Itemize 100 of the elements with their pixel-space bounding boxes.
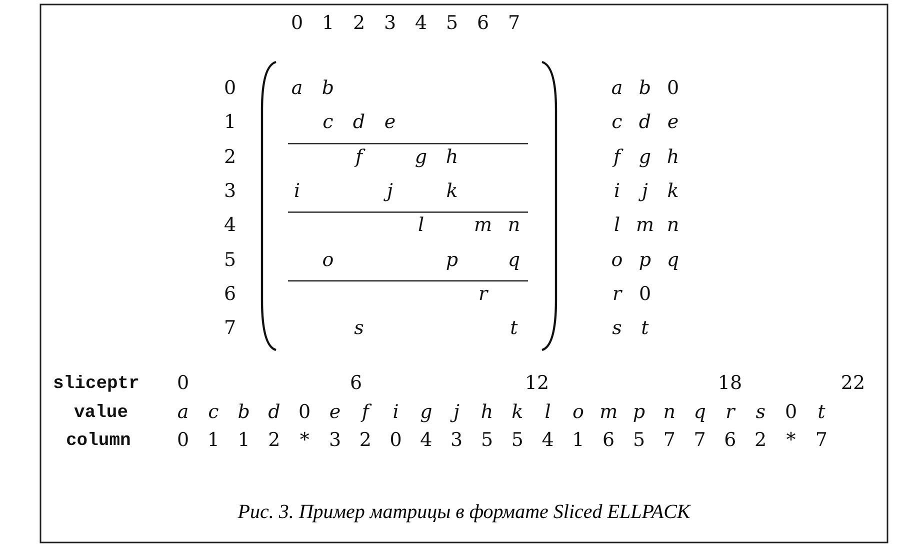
column-index: 3 — [384, 12, 396, 34]
packed-entry: b — [638, 77, 652, 99]
array-value: s — [756, 401, 766, 423]
column-index-value: 1 — [238, 429, 250, 451]
column-index-value: * — [786, 429, 796, 451]
column-index: 6 — [476, 12, 490, 34]
column-index-value: 4 — [420, 429, 432, 451]
array-value: n — [663, 401, 676, 423]
matrix-entry: p — [446, 248, 458, 270]
array-value: h — [480, 401, 494, 423]
column-index-value: 5 — [480, 429, 494, 451]
packed-entry: m — [636, 214, 654, 236]
row-index: 7 — [224, 317, 236, 340]
array-value: i — [392, 401, 399, 423]
column-index-value: 6 — [602, 429, 615, 451]
column-index-value: 4 — [542, 429, 554, 451]
array-value: a — [177, 401, 189, 423]
column-index-value: 2 — [268, 429, 280, 451]
matrix-entry: r — [478, 282, 488, 305]
column-index-value: 7 — [663, 429, 676, 451]
packed-entry: k — [667, 180, 679, 202]
column-index-value: 0 — [390, 429, 402, 451]
packed-entry: l — [614, 214, 620, 236]
matrix-entry: s — [354, 317, 364, 340]
column-index-value: 5 — [632, 429, 646, 451]
packed-entry: d — [638, 111, 652, 134]
column-index: 2 — [352, 12, 366, 34]
slice-pointer-value: 0 — [176, 372, 190, 394]
column-index-value: 6 — [724, 429, 736, 451]
column-index-value: 2 — [359, 429, 372, 451]
packed-entry: f — [613, 146, 621, 168]
array-value: t — [818, 401, 826, 423]
matrix-entry: f — [355, 146, 363, 168]
column-index-value: 3 — [328, 429, 342, 451]
matrix-entry: o — [322, 248, 334, 270]
row-index: 6 — [224, 282, 236, 305]
array-value: 0 — [784, 401, 798, 423]
column-index-value: 7 — [815, 429, 828, 451]
matrix-entry: i — [294, 180, 300, 202]
matrix-entry: g — [414, 146, 428, 168]
packed-entry: g — [638, 146, 652, 168]
packed-entry: i — [614, 180, 620, 202]
column-index-value: 7 — [694, 429, 706, 451]
packed-entry: h — [666, 146, 680, 168]
row-index: 1 — [224, 111, 236, 134]
packed-entry: 0 — [638, 282, 652, 305]
array-value: 0 — [298, 401, 311, 423]
array-label: sliceptr — [53, 373, 140, 395]
column-index: 5 — [446, 12, 458, 34]
packed-entry: o — [611, 248, 623, 270]
matrix-entry: q — [508, 248, 520, 270]
row-index: 4 — [224, 214, 236, 236]
array-value: p — [632, 401, 646, 423]
array-value: d — [268, 401, 280, 423]
column-index-value: 1 — [207, 429, 220, 451]
matrix-entry: c — [322, 111, 334, 134]
array-value: l — [544, 401, 551, 423]
packed-entry: c — [612, 111, 622, 134]
row-index: 3 — [224, 180, 236, 202]
matrix-entry: a — [291, 77, 303, 99]
matrix-entry: m — [474, 214, 492, 236]
packed-entry: s — [612, 317, 622, 340]
array-value: o — [572, 401, 584, 423]
figure-caption: Рис. 3. Пример матрицы в формате Sliced ELLPACK — [236, 500, 692, 524]
array-label: column — [66, 430, 131, 452]
column-index-value: * — [300, 429, 310, 451]
row-index: 5 — [224, 248, 236, 270]
column-index-value: 5 — [511, 429, 524, 451]
column-index-value: 0 — [176, 429, 190, 451]
packed-entry: 0 — [666, 77, 680, 99]
matrix-entry: k — [446, 180, 458, 202]
array-value: c — [208, 401, 219, 423]
row-index: 2 — [224, 146, 236, 168]
packed-entry: q — [666, 248, 680, 270]
column-index-value: 1 — [572, 429, 584, 451]
column-index: 7 — [508, 12, 520, 34]
slice-pointer-value: 18 — [718, 372, 742, 394]
packed-entry: p — [638, 248, 652, 270]
array-value: r — [726, 401, 735, 423]
slice-pointer-value: 12 — [524, 372, 550, 394]
matrix-entry: n — [508, 214, 520, 236]
array-value: q — [694, 401, 706, 423]
array-value: g — [420, 401, 432, 423]
matrix-entry: h — [446, 146, 458, 168]
array-value: k — [512, 401, 524, 423]
packed-entry: n — [666, 214, 680, 236]
array-value: e — [329, 401, 341, 423]
array-value: m — [600, 401, 618, 423]
packed-entry: r — [612, 282, 622, 305]
matrix-entry: e — [384, 111, 396, 134]
array-value: b — [238, 401, 250, 423]
matrix-entry: l — [418, 214, 424, 236]
packed-entry: t — [641, 317, 649, 340]
column-index: 1 — [322, 12, 334, 34]
column-index: 4 — [414, 12, 428, 34]
matrix-entry: b — [322, 77, 334, 99]
matrix-entry: d — [352, 111, 366, 134]
column-index-value: 2 — [754, 429, 767, 451]
column-index: 0 — [290, 12, 304, 34]
packed-entry: e — [667, 111, 679, 134]
